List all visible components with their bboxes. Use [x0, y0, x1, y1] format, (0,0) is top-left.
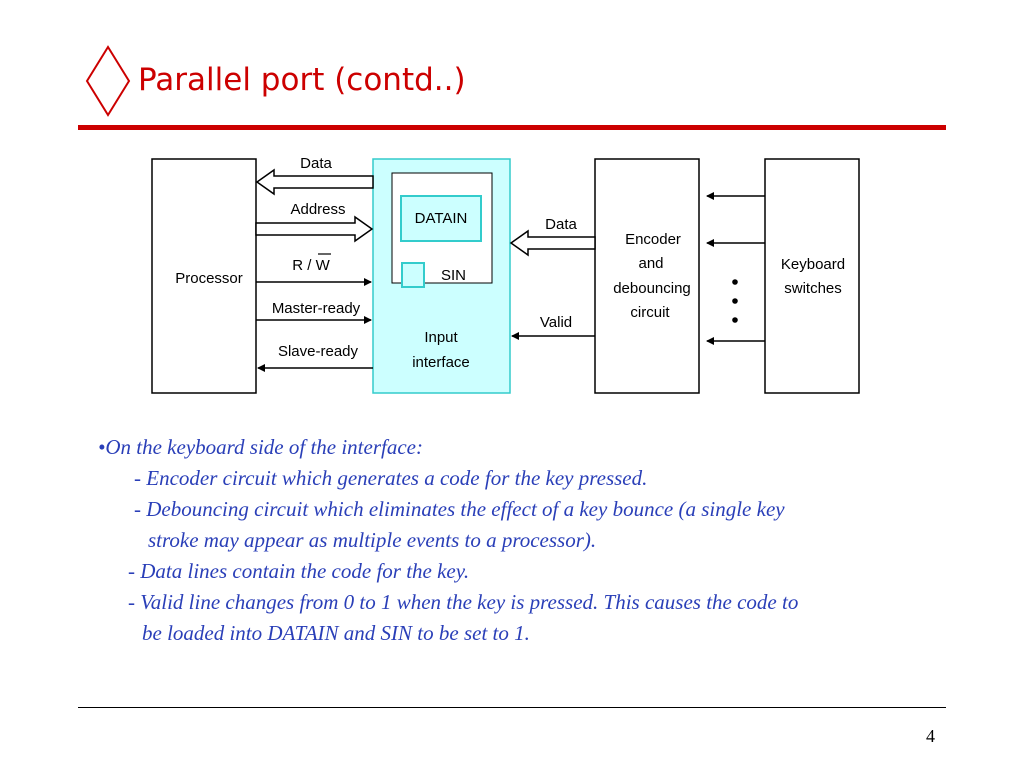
kb-data-bus-arrow: [509, 229, 596, 257]
encoder-label-line1: Encoder: [625, 231, 681, 248]
interface-label-line2: interface: [412, 354, 470, 371]
footer-divider: [78, 707, 946, 708]
bullet-line-4: - Data lines contain the code for the ke…: [128, 559, 470, 583]
ellipsis-dot-1: [732, 279, 738, 285]
keyboard-label-line2: switches: [784, 280, 842, 297]
encoder-box: [594, 158, 700, 394]
bullet-text-block: •On the keyboard side of the interface: …: [98, 432, 978, 649]
title-diamond-icon: [85, 45, 131, 117]
keyboard-box: [764, 158, 860, 394]
sin-label: SIN: [441, 267, 466, 284]
page-number: 4: [926, 726, 935, 746]
address-bus-arrow: [255, 215, 374, 243]
encoder-label-line4: circuit: [630, 304, 670, 321]
processor-label: Processor: [175, 270, 243, 287]
bullet-line-5: - Valid line changes from 0 to 1 when th…: [128, 590, 799, 614]
datain-label: DATAIN: [415, 210, 468, 227]
sin-flag: [401, 262, 425, 288]
interface-label-line1: Input: [424, 329, 458, 346]
encoder-label-line2: and: [638, 255, 663, 272]
address-bus-label: Address: [290, 201, 345, 218]
kb-data-bus-label: Data: [545, 216, 577, 233]
datain-register: [400, 195, 482, 242]
bullet-line-1: - Encoder circuit which generates a code…: [134, 466, 648, 490]
processor-box: [151, 158, 257, 394]
slave-ready-label: Slave-ready: [278, 343, 359, 360]
parallel-port-diagram: Processor DATAIN SIN Input interface Enc…: [151, 155, 860, 394]
keyboard-label-line1: Keyboard: [781, 256, 845, 273]
data-bus-label: Data: [300, 155, 332, 172]
title-divider: [78, 125, 946, 130]
valid-label: Valid: [540, 314, 572, 331]
bullet-heading: •On the keyboard side of the interface:: [98, 435, 423, 459]
bullet-line-2: - Debouncing circuit which eliminates th…: [134, 497, 785, 521]
ellipsis-dot-3: [732, 317, 738, 323]
bullet-line-3: stroke may appear as multiple events to …: [148, 528, 597, 552]
ellipsis-dot-2: [732, 298, 738, 304]
rw-label: R / W: [292, 257, 330, 274]
bullet-line-6: be loaded into DATAIN and SIN to be set …: [142, 621, 530, 645]
encoder-label-line3: debouncing: [613, 280, 691, 297]
slide-title: Parallel port (contd..): [138, 62, 466, 98]
master-ready-label: Master-ready: [272, 300, 361, 317]
data-bus-arrow: [255, 168, 374, 196]
